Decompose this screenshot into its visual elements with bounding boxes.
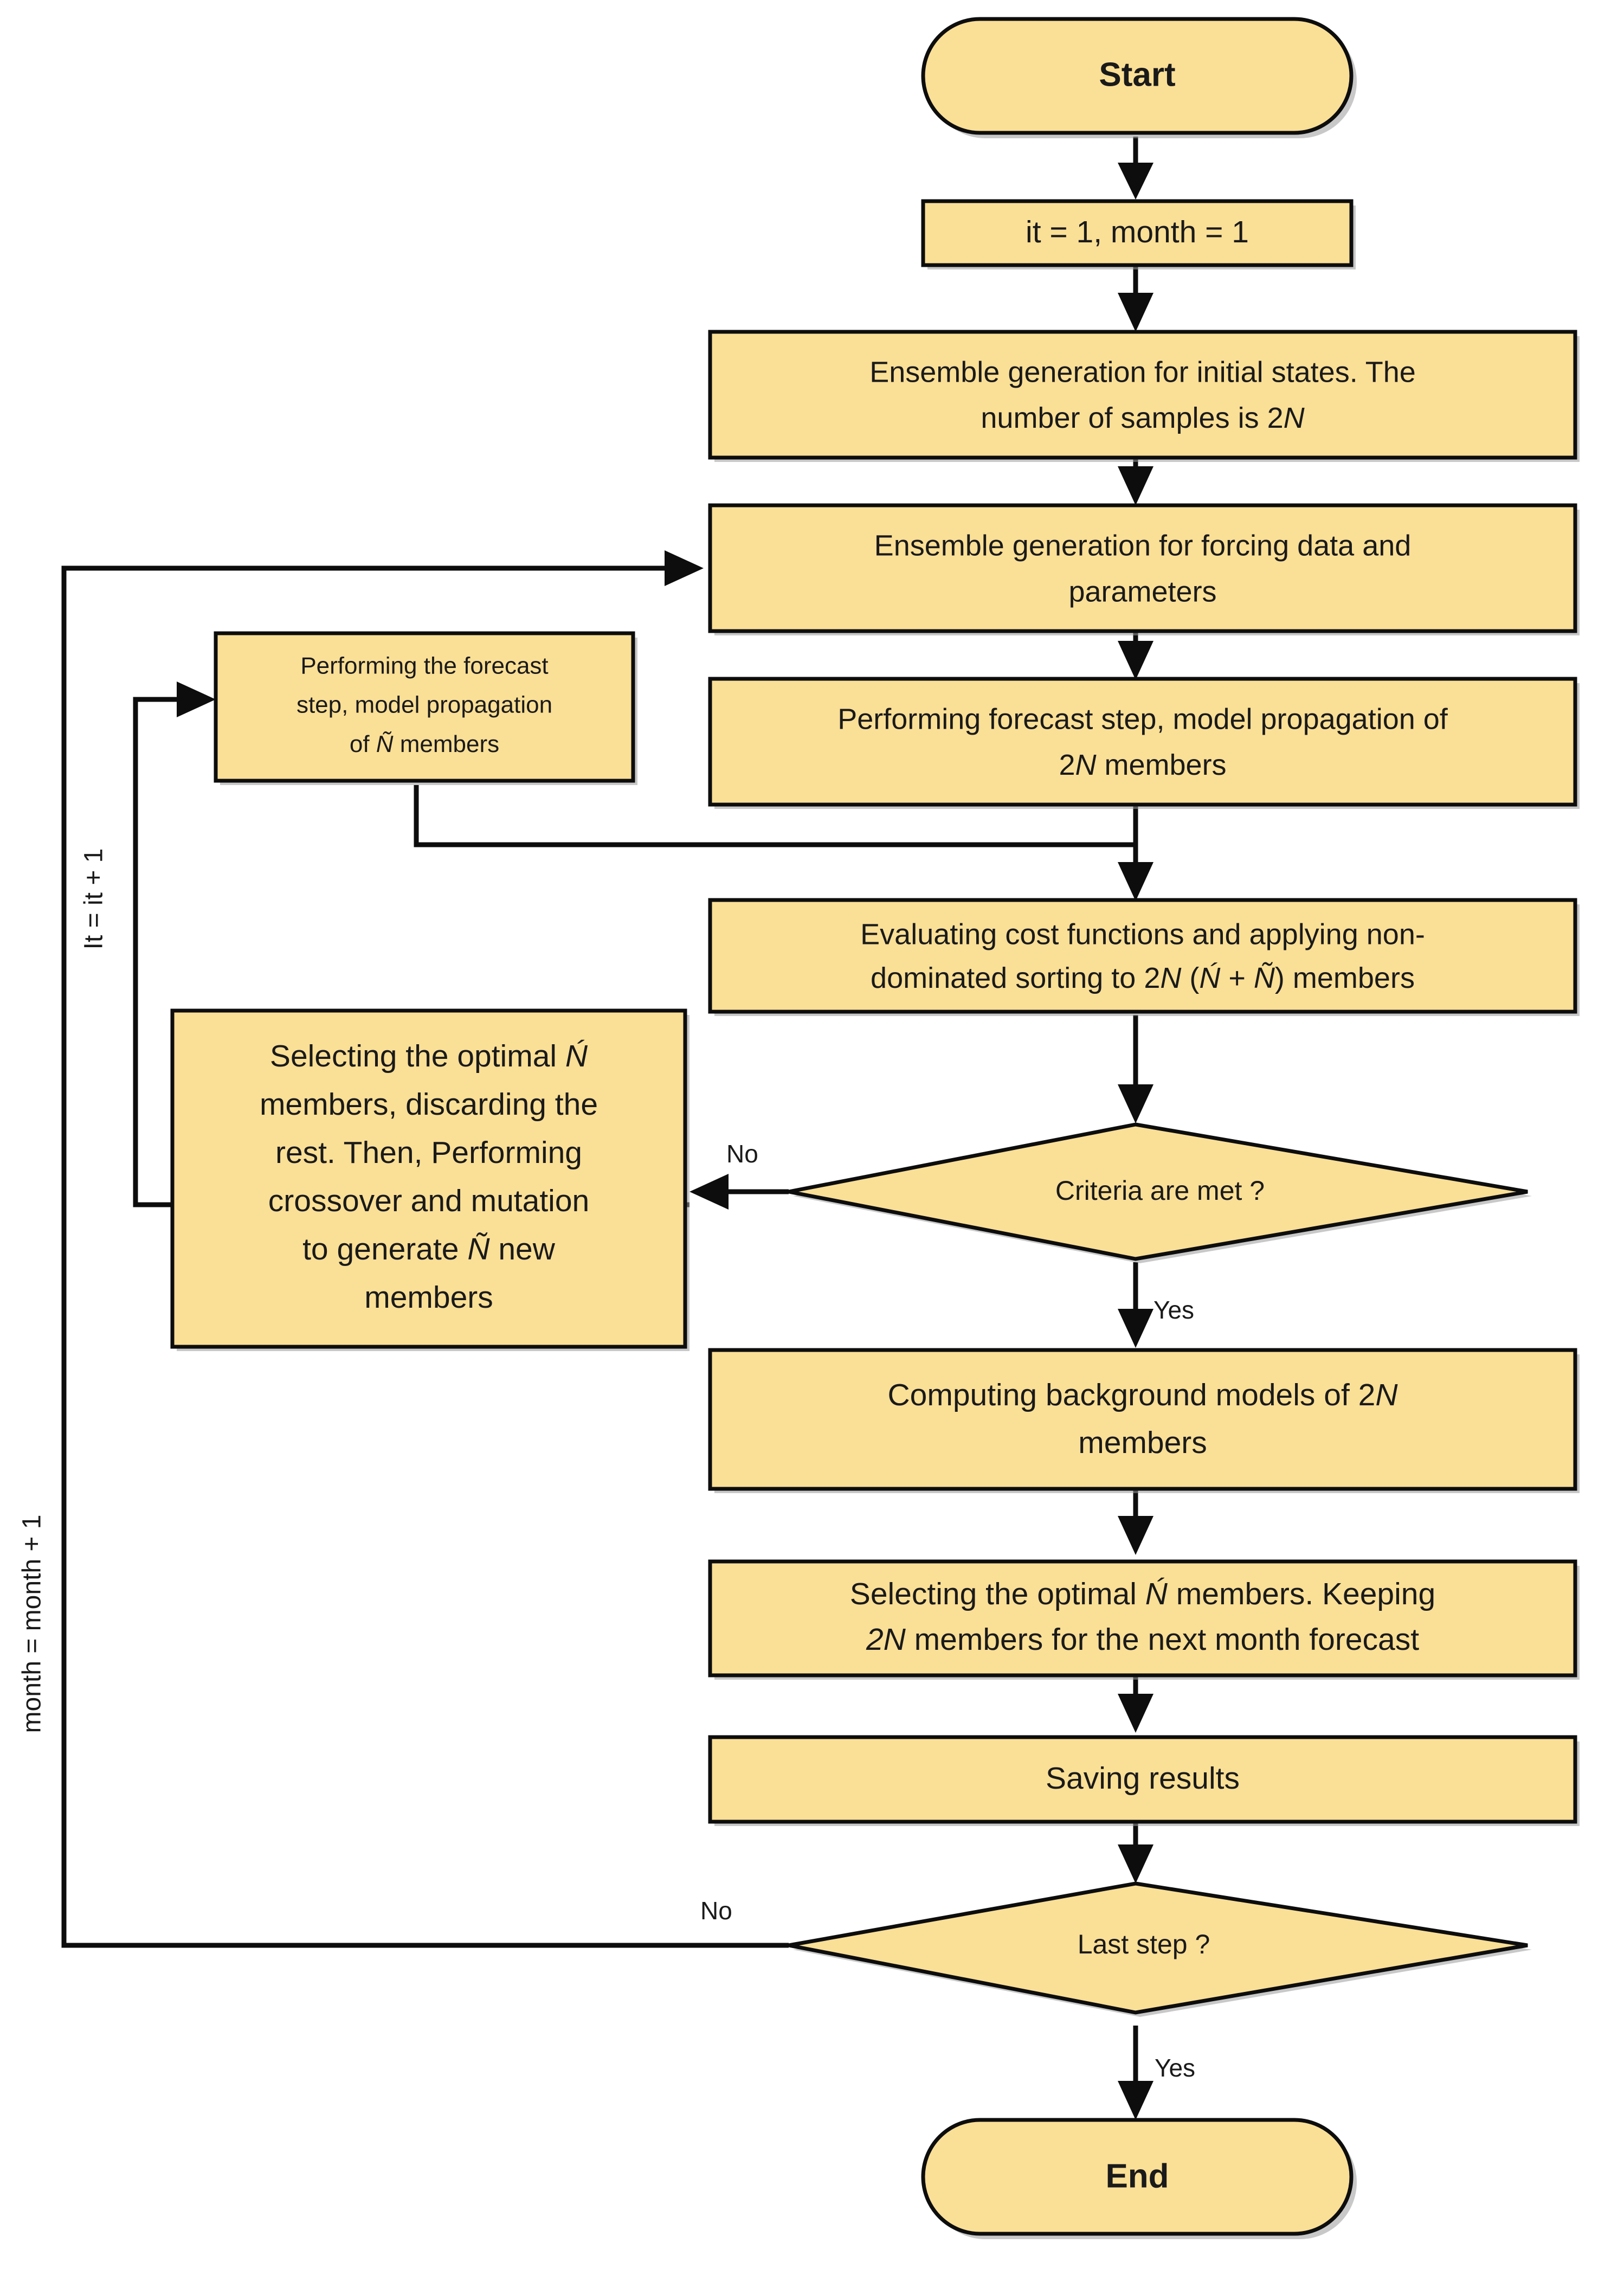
node-criteria-label: Criteria are met ? (1055, 1175, 1265, 1206)
edge-forcing-to-forecast2n (1118, 631, 1153, 680)
node-laststep-label: Last step ? (1078, 1929, 1210, 1959)
node-background-models-line1: Computing background models of 2N (887, 1378, 1398, 1412)
node-select-crossover-line1: Selecting the optimal Ń (270, 1039, 588, 1074)
node-select-keep[interactable]: Selecting the optimal Ń members. Keeping… (708, 1559, 1580, 1680)
node-end-label: End (1105, 2157, 1169, 2195)
node-forecast-2n[interactable]: Performing forecast step, model propagat… (708, 677, 1580, 809)
node-select-crossover[interactable]: Selecting the optimal Ń members, discard… (170, 1008, 689, 1351)
edge-forecast2n-to-cost (1118, 805, 1153, 901)
node-end[interactable]: End (921, 2118, 1357, 2239)
edge-saving-to-laststep (1118, 1822, 1153, 1884)
edge-label-iteration-loop: It = it + 1 (80, 849, 108, 950)
node-criteria-decision[interactable]: Criteria are met ? (788, 1122, 1532, 1263)
node-select-keep-line1: Selecting the optimal Ń members. Keeping (850, 1577, 1435, 1611)
node-ensemble-initial-line2: number of samples is 2N (981, 402, 1305, 434)
edge-cost-to-criteria (1118, 1015, 1153, 1123)
node-background-models-line2: members (1078, 1425, 1207, 1460)
edge-forecastntilde-to-cost (414, 785, 1136, 847)
node-start[interactable]: Start (921, 17, 1357, 138)
node-select-crossover-line3: rest. Then, Performing (275, 1135, 582, 1170)
edge-init-to-ensemble-initial (1118, 266, 1153, 332)
node-init-label: it = 1, month = 1 (1026, 215, 1249, 249)
node-ensemble-forcing-line1: Ensemble generation for forcing data and (874, 529, 1412, 562)
node-forecast-2n-line1: Performing forecast step, model propagat… (837, 703, 1448, 735)
node-select-crossover-line2: members, discarding the (260, 1087, 598, 1122)
node-saving[interactable]: Saving results (708, 1735, 1580, 1826)
node-forecast-ntilde[interactable]: Performing the forecast step, model prop… (214, 631, 637, 785)
node-select-keep-line2: 2N members for the next month forecast (866, 1622, 1419, 1657)
node-cost-sorting[interactable]: Evaluating cost functions and applying n… (708, 898, 1580, 1016)
node-ensemble-forcing[interactable]: Ensemble generation for forcing data and… (708, 503, 1580, 635)
node-ensemble-initial-line1: Ensemble generation for initial states. … (869, 356, 1416, 388)
node-saving-label: Saving results (1046, 1761, 1240, 1796)
node-cost-sorting-line1: Evaluating cost functions and applying n… (860, 918, 1425, 950)
node-forecast-ntilde-line2: step, model propagation (297, 692, 552, 718)
edge-criteria-yes-to-background (1118, 1262, 1153, 1348)
edge-laststep-no-month-loop (61, 550, 789, 1948)
node-forecast-ntilde-line1: Performing the forecast (300, 653, 548, 679)
edge-laststep-yes-to-end (1118, 2026, 1153, 2120)
edge-criteria-no-to-select (689, 1174, 789, 1210)
edge-label-laststep-yes: Yes (1155, 2054, 1195, 2082)
node-forecast-2n-line2: 2N members (1059, 749, 1226, 781)
edge-label-criteria-no: No (726, 1140, 758, 1168)
node-select-crossover-line6: members (364, 1280, 493, 1315)
node-cost-sorting-line2: dominated sorting to 2N (Ń + Ñ) members (871, 962, 1415, 994)
edge-start-to-init (1118, 137, 1153, 200)
node-init[interactable]: it = 1, month = 1 (921, 199, 1356, 269)
edge-selectkeep-to-saving (1118, 1675, 1153, 1733)
node-forecast-ntilde-line3: of Ñ members (350, 730, 499, 757)
edge-background-to-selectkeep (1118, 1489, 1153, 1555)
node-ensemble-forcing-line2: parameters (1068, 575, 1216, 608)
node-select-crossover-line4: crossover and mutation (268, 1184, 589, 1218)
node-start-label: Start (1099, 56, 1175, 93)
node-ensemble-initial[interactable]: Ensemble generation for initial states. … (708, 330, 1580, 462)
edge-label-laststep-no: No (700, 1897, 732, 1925)
edge-ensemble-initial-to-forcing (1118, 458, 1153, 505)
node-select-crossover-line5: to generate Ñ new (302, 1232, 556, 1267)
edge-label-month-loop: month = month + 1 (18, 1515, 47, 1733)
edge-label-criteria-yes: Yes (1153, 1296, 1194, 1324)
node-laststep-decision[interactable]: Last step ? (788, 1881, 1532, 2017)
node-background-models[interactable]: Computing background models of 2N member… (708, 1348, 1580, 1493)
